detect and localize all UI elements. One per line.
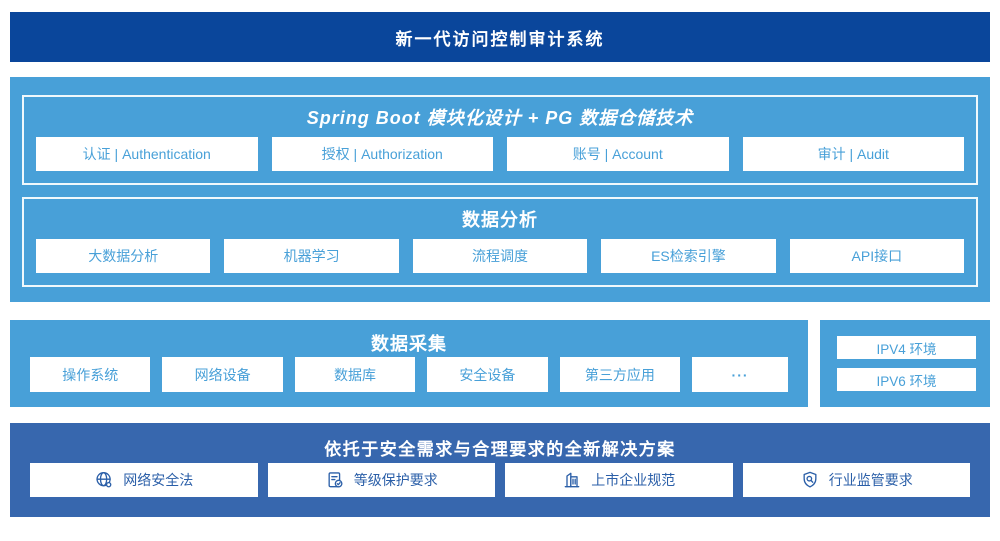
box-machine-learning: 机器学习 <box>224 239 399 273</box>
box-ipv4-environment: IPV4 环境 <box>837 336 976 359</box>
box-authentication: 认证 | Authentication <box>36 137 258 171</box>
box-authorization: 授权 | Authorization <box>271 137 493 171</box>
data-analysis-row: 大数据分析 机器学习 流程调度 ES检索引擎 API接口 <box>36 239 965 273</box>
solution-title: 依托于安全需求与合理要求的全新解决方案 <box>324 439 676 459</box>
solution-label: 等级保护要求 <box>353 472 438 488</box>
data-analysis-title: 数据分析 <box>462 210 538 230</box>
spring-boot-section: Spring Boot 模块化设计 + PG 数据仓储技术 认证 | Authe… <box>22 95 978 185</box>
box-api-interface: API接口 <box>789 239 965 273</box>
box-classified-protection: 等级保护要求 <box>267 463 495 497</box>
box-network-device: 网络设备 <box>162 357 283 392</box>
data-analysis-section: 数据分析 大数据分析 机器学习 流程调度 ES检索引擎 API接口 <box>22 197 978 287</box>
box-ipv6-environment: IPV6 环境 <box>837 368 976 391</box>
box-big-data-analysis: 大数据分析 <box>36 239 211 273</box>
system-title: 新一代访问控制审计系统 <box>395 29 605 49</box>
spring-boot-module-row: 认证 | Authentication 授权 | Authorization 账… <box>36 137 964 171</box>
data-collection-panel: 数据采集 操作系统 网络设备 数据库 安全设备 第三方应用 ··· <box>10 320 808 407</box>
box-audit: 审计 | Audit <box>742 137 964 171</box>
middle-row: 数据采集 操作系统 网络设备 数据库 安全设备 第三方应用 ··· IPV4 环… <box>10 320 990 407</box>
box-process-scheduling: 流程调度 <box>412 239 588 273</box>
box-account: 账号 | Account <box>507 137 729 171</box>
solution-label: 网络安全法 <box>123 472 194 488</box>
box-operating-system: 操作系统 <box>30 357 151 392</box>
data-collection-row: 操作系统 网络设备 数据库 安全设备 第三方应用 ··· <box>30 357 789 392</box>
box-database: 数据库 <box>294 357 416 392</box>
spring-boot-section-title: Spring Boot 模块化设计 + PG 数据仓储技术 <box>306 108 694 128</box>
box-third-party-app: 第三方应用 <box>559 357 681 392</box>
box-listed-company-standard: 上市企业规范 <box>505 463 733 497</box>
architecture-diagram: 新一代访问控制审计系统 Spring Boot 模块化设计 + PG 数据仓储技… <box>0 12 1000 541</box>
box-network-security-law: 网络安全法 <box>30 463 258 497</box>
shield-search-icon <box>800 470 820 490</box>
box-security-device: 安全设备 <box>427 357 548 392</box>
box-more-ellipsis: ··· <box>692 357 789 392</box>
platform-panel: Spring Boot 模块化设计 + PG 数据仓储技术 认证 | Authe… <box>10 77 990 302</box>
system-title-bar: 新一代访问控制审计系统 <box>10 12 990 62</box>
document-check-icon <box>325 470 345 490</box>
solution-label: 上市企业规范 <box>591 472 676 488</box>
data-collection-title: 数据采集 <box>371 334 447 354</box>
box-industry-regulation: 行业监管要求 <box>742 463 970 497</box>
box-es-search-engine: ES检索引擎 <box>601 239 776 273</box>
solution-panel: 依托于安全需求与合理要求的全新解决方案 网络安全法 <box>10 423 990 517</box>
solution-row: 网络安全法 等级保护要求 <box>30 463 970 497</box>
solution-label: 行业监管要求 <box>828 472 913 488</box>
globe-icon <box>94 470 114 490</box>
ip-environment-panel: IPV4 环境 IPV6 环境 <box>820 320 990 407</box>
building-icon <box>562 470 582 490</box>
